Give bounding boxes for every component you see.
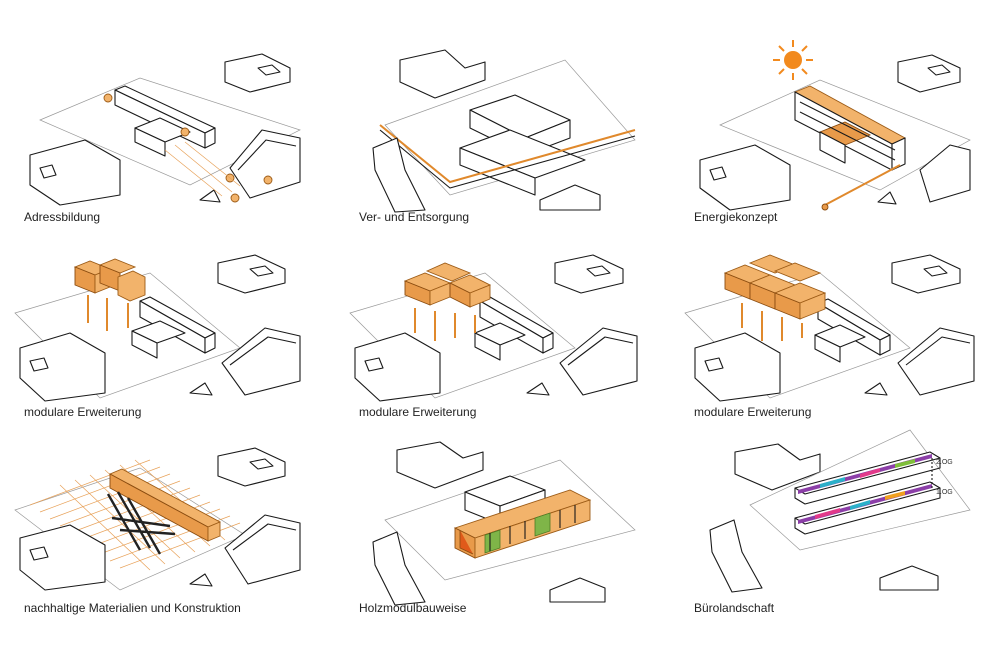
caption-modulare-erweiterung-1: modulare Erweiterung <box>24 405 142 419</box>
caption-nachhaltige-materialien: nachhaltige Materialien und Konstruktion <box>24 601 241 615</box>
office-floor-2og <box>794 451 941 505</box>
modulare-erweiterung-1-drawing <box>14 254 301 402</box>
module-cluster <box>73 258 146 302</box>
nachhaltige-materialien-drawing <box>14 447 301 591</box>
ver-und-entsorgung-drawing <box>372 49 636 213</box>
buerolandschaft-drawing: 2.OG 1.OG <box>709 429 971 593</box>
sun-icon <box>773 40 813 80</box>
caption-buerolandschaft: Bürolandschaft <box>694 601 775 615</box>
panel-modulare-erweiterung-1: modulare Erweiterung <box>0 233 330 433</box>
level-label-1og: 1.OG <box>936 489 953 496</box>
panel-ver-und-entsorgung: Ver- und Entsorgung <box>335 20 665 224</box>
modulare-erweiterung-2-drawing <box>349 254 638 402</box>
panel-adressbildung: Adressbildung <box>0 20 330 224</box>
caption-energiekonzept: Energiekonzept <box>694 210 778 224</box>
panel-nachhaltige-materialien: nachhaltige Materialien und Konstruktion <box>0 430 330 630</box>
panel-holzmodulbauweise: Holzmodulbauweise <box>335 430 665 630</box>
module-cluster <box>403 262 492 308</box>
level-label-2og: 2.OG <box>936 459 953 466</box>
adressbildung-drawing <box>29 53 301 206</box>
energiekonzept-drawing <box>699 40 971 211</box>
holzmodulbauweise-drawing <box>372 441 636 606</box>
panel-modulare-erweiterung-3: modulare Erweiterung <box>670 233 1000 433</box>
panel-buerolandschaft: 2.OG 1.OG Bürolandschaft <box>670 429 1000 630</box>
module-cluster <box>723 254 827 320</box>
caption-holzmodulbauweise: Holzmodulbauweise <box>359 601 467 615</box>
panel-energiekonzept: Energiekonzept <box>670 20 1000 224</box>
caption-modulare-erweiterung-3: modulare Erweiterung <box>694 405 812 419</box>
office-floor-1og <box>794 481 941 535</box>
caption-adressbildung: Adressbildung <box>24 210 101 224</box>
caption-ver-und-entsorgung: Ver- und Entsorgung <box>359 210 470 224</box>
panel-modulare-erweiterung-2: modulare Erweiterung <box>335 233 665 433</box>
modulare-erweiterung-3-drawing <box>684 254 975 402</box>
caption-modulare-erweiterung-2: modulare Erweiterung <box>359 405 477 419</box>
